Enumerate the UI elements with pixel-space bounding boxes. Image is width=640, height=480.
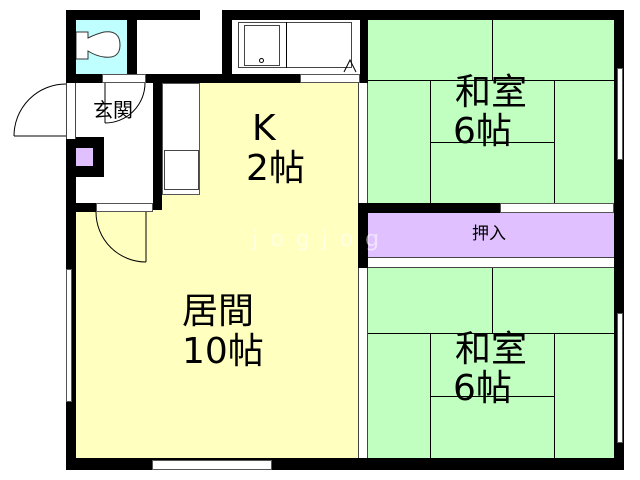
wall-top-left [66, 10, 222, 20]
closet-sill [368, 258, 614, 268]
washitsu-bottom-size: 6帖 [453, 368, 512, 409]
entrance-door-swing-icon[interactable] [10, 80, 80, 145]
wall-toilet-right [127, 10, 137, 74]
wall-bath-bottom [222, 74, 300, 83]
tatami-line [492, 20, 493, 80]
kitchen-size: 2帖 [246, 148, 305, 189]
tatami-line [430, 333, 431, 458]
tatami-line [554, 333, 555, 458]
closet-top-sill [500, 203, 614, 213]
mid-partition-line [358, 83, 368, 203]
wall-k-top [137, 74, 222, 83]
living-size: 10帖 [182, 331, 264, 372]
bath-drain-icon [259, 58, 264, 63]
bath-unit [238, 22, 352, 68]
wall-k-column [153, 74, 162, 210]
toilet-icon [76, 31, 121, 60]
window-right-top[interactable] [617, 68, 623, 160]
bath-door-icon[interactable] [343, 58, 358, 73]
window-left[interactable] [66, 269, 72, 402]
wall-gap-top [200, 10, 222, 74]
wall-bath-left [222, 10, 232, 83]
bath-sill [300, 74, 360, 83]
wall-bottom [66, 458, 624, 470]
tatami-line [368, 333, 614, 334]
entrance-step [96, 203, 153, 212]
tatami-line [554, 80, 555, 203]
washitsu-top-size: 6帖 [453, 111, 512, 152]
closet [368, 213, 614, 258]
window-washitsu-top-left[interactable] [360, 84, 361, 85]
wall-closet-left [358, 203, 368, 268]
tatami-line [430, 80, 431, 203]
tatami-line [430, 396, 554, 397]
entrance-name: 玄関 [93, 98, 133, 122]
wall-entrance-bottom [76, 203, 96, 212]
tatami-line [368, 80, 614, 81]
wall-mid-vertical-top [360, 10, 368, 83]
mid-partition-line-lower [358, 268, 368, 458]
shoe-box-inner [76, 148, 93, 166]
tatami-line [492, 268, 493, 333]
living-door-swing-icon[interactable] [94, 210, 154, 270]
living-name: 居間 [182, 291, 255, 332]
washitsu-top-name: 和室 [455, 72, 528, 113]
wall-right [614, 10, 624, 470]
toilet-door[interactable] [102, 74, 146, 83]
bathtub [244, 25, 280, 66]
window-bottom[interactable] [152, 460, 272, 470]
tatami-line [430, 142, 554, 143]
watermark: jogjog [252, 227, 392, 252]
entrance-inner-door-icon[interactable] [100, 83, 160, 133]
washitsu-bottom-name: 和室 [455, 329, 528, 370]
washitsu-top [368, 20, 614, 203]
wall-closet-top [358, 203, 500, 213]
wall-left [66, 10, 76, 470]
bath-divider [286, 22, 287, 68]
kitchen-name: K [252, 108, 276, 149]
closet-name: 押入 [472, 224, 506, 244]
kitchen-sink [164, 150, 199, 190]
window-right-bottom[interactable] [617, 313, 623, 443]
washitsu-bottom [368, 268, 614, 458]
wall-top-right [222, 10, 624, 20]
entrance-door-gap [66, 83, 76, 139]
wall-toilet-bottom [66, 74, 137, 83]
